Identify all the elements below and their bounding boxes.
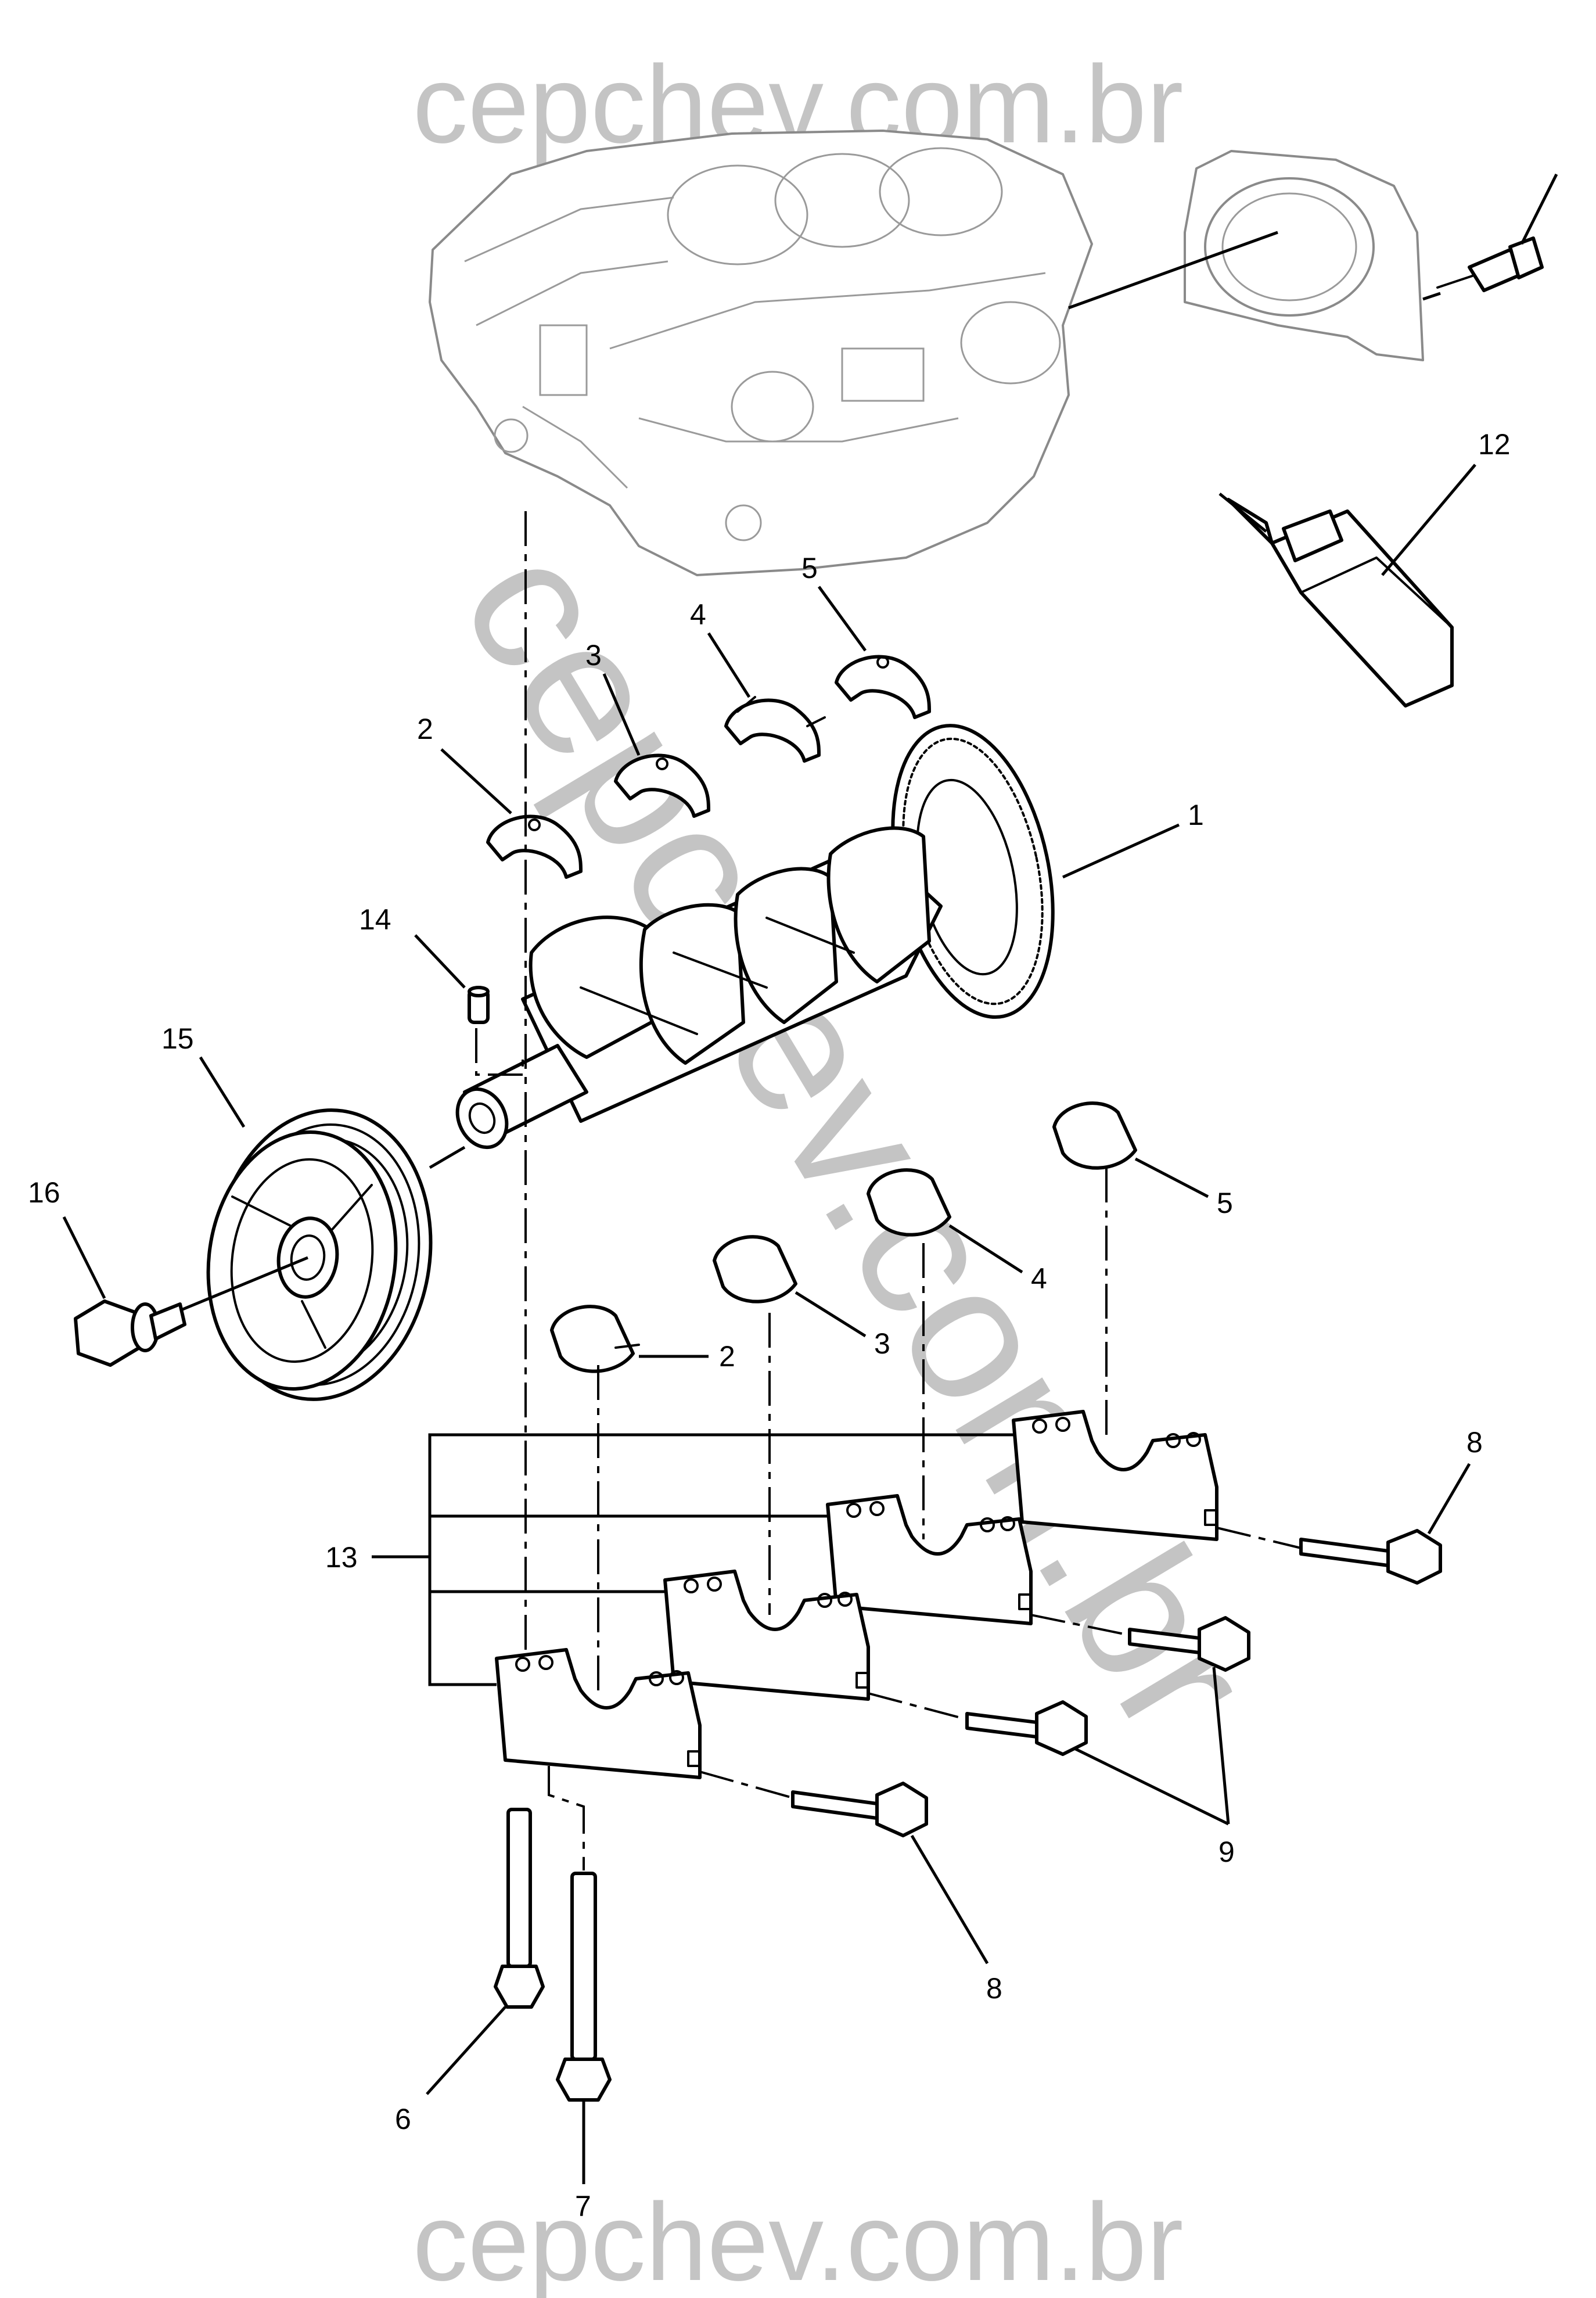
leader-1 [1062,823,1180,879]
bolt-axis-4 [699,1771,793,1799]
main-bearing-cap-2 [826,1494,1033,1625]
seal-housing-bolt [1436,236,1544,292]
callout-8a: 8 [1466,1426,1483,1459]
lower-bearing-shell-5 [1052,1101,1137,1170]
callout-2b: 2 [719,1340,735,1373]
bolt-axis-2 [1030,1614,1130,1636]
watermark-bottom: cepchev.com.br [412,2181,1183,2298]
leader-2a [440,748,512,814]
side-bolt-8-upper [1299,1529,1442,1585]
callout-4a: 4 [690,598,706,631]
leader-4b [948,1224,1023,1274]
callout-6: 6 [395,2103,411,2135]
callout-14: 14 [359,903,391,936]
dowel-path [475,1028,524,1076]
rear-seal-housing [1184,150,1424,361]
leader-pulley-crank [429,1146,466,1169]
callout-15: 15 [161,1022,194,1055]
bracket-13 [428,1433,1013,1686]
leader-seal-bolt-2 [1422,292,1441,301]
cap-bolt-7 [556,1872,612,2102]
callout-12: 12 [1478,428,1511,461]
balancer-pulley-item-15 [206,1108,433,1401]
lower-bearing-shell-2 [550,1305,640,1373]
callout-3a: 3 [585,639,602,672]
main-bearing-cap-1 [1012,1410,1218,1541]
leader-5a [817,586,867,652]
callout-8b: 8 [986,1972,1002,2005]
callout-5b: 5 [1217,1187,1233,1219]
leader-12 [1381,464,1476,576]
callout-1: 1 [1188,799,1204,831]
upper-bearing-shell-3 [614,753,710,818]
callout-7: 7 [575,2190,591,2222]
side-bolt-9-a [1128,1616,1250,1672]
side-bolt-9-b [965,1700,1088,1756]
engine-block [429,130,1093,576]
sealant-tool-item-12 [1218,493,1454,708]
leader-9 [1073,1667,1230,1826]
leader-16 [62,1216,106,1299]
lower-bearing-shell-3 [713,1235,797,1304]
side-bolt-8-lower [791,1782,928,1837]
callout-13: 13 [325,1541,358,1574]
bolt-axis-1 [1216,1527,1302,1549]
balancer-bolt-item-16 [74,1299,186,1367]
bolt-axis-3 [868,1692,968,1721]
cap-bolt-6 [494,1808,545,2009]
upper-bearing-shell-4 [724,696,826,763]
upper-bearing-shell-5 [835,655,931,719]
leader-5b [1134,1157,1209,1198]
callout-9: 9 [1218,1836,1235,1868]
main-bearing-cap-4 [495,1648,702,1779]
callout-16: 16 [28,1176,60,1209]
leader-seal [1068,231,1278,310]
leader-8a [1427,1463,1471,1535]
leader-3a [602,673,641,756]
leader-pulley-shaft [174,1256,308,1315]
leader-14 [414,934,466,989]
callout-5a: 5 [801,552,818,584]
lower-bearing-shell-4 [867,1168,951,1237]
leader-4a [707,632,751,698]
leader-15 [199,1056,246,1128]
leader-6 [426,2006,506,2095]
leader-seal-bolt [1520,173,1558,245]
callout-4b: 4 [1031,1262,1047,1295]
leader-3b [795,1291,867,1338]
callout-3b: 3 [874,1327,890,1360]
bolt-axis-6-7 [548,1766,585,1870]
dowel-pin-item-14 [468,986,490,1024]
main-bearing-cap-3 [663,1570,870,1701]
crankshaft-item-1 [455,724,1055,1150]
leader-8b [910,1834,989,1965]
callout-2a: 2 [417,713,433,745]
upper-bearing-shell-2 [486,814,583,879]
